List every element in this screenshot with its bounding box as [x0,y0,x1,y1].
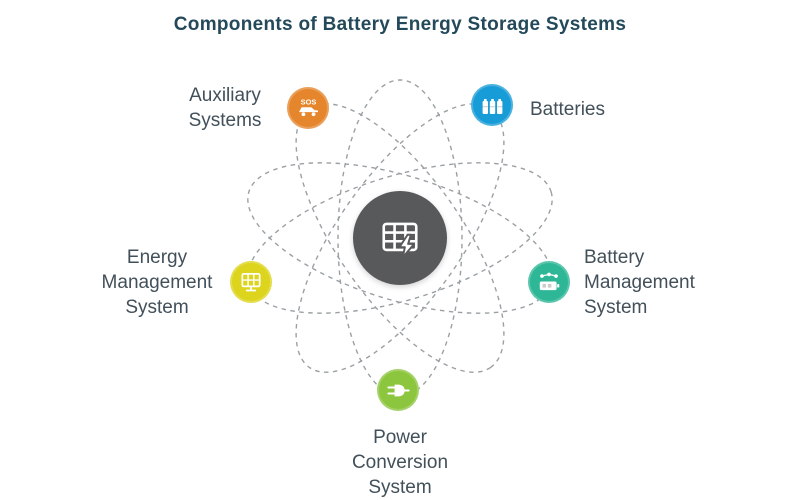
energy-panel-icon [238,269,264,295]
node-battery-management-system [528,261,570,303]
node-label-power-conversion-system: Power Conversion System [351,427,449,498]
svg-text:SOS: SOS [300,97,316,106]
sos-vehicle-icon: SOS [295,95,322,122]
node-energy-management-system [230,261,272,303]
node-batteries [471,84,513,126]
power-plug-icon [385,377,412,404]
battery-monitoring-icon [536,269,562,295]
node-label-energy-management-system: Energy Management System [101,247,213,318]
battery-storage-rack-icon [374,212,426,264]
diagram-title: Components of Battery Energy Storage Sys… [173,14,627,35]
node-auxiliary-systems: SOS [287,87,329,129]
node-label-battery-management-system: Battery Management System [584,247,695,318]
batteries-icon [479,92,506,119]
node-power-conversion-system [377,369,419,411]
node-label-batteries: Batteries [530,99,605,120]
node-label-auxiliary-systems: Auxiliary Systems [188,85,262,131]
center-hub [353,191,447,285]
